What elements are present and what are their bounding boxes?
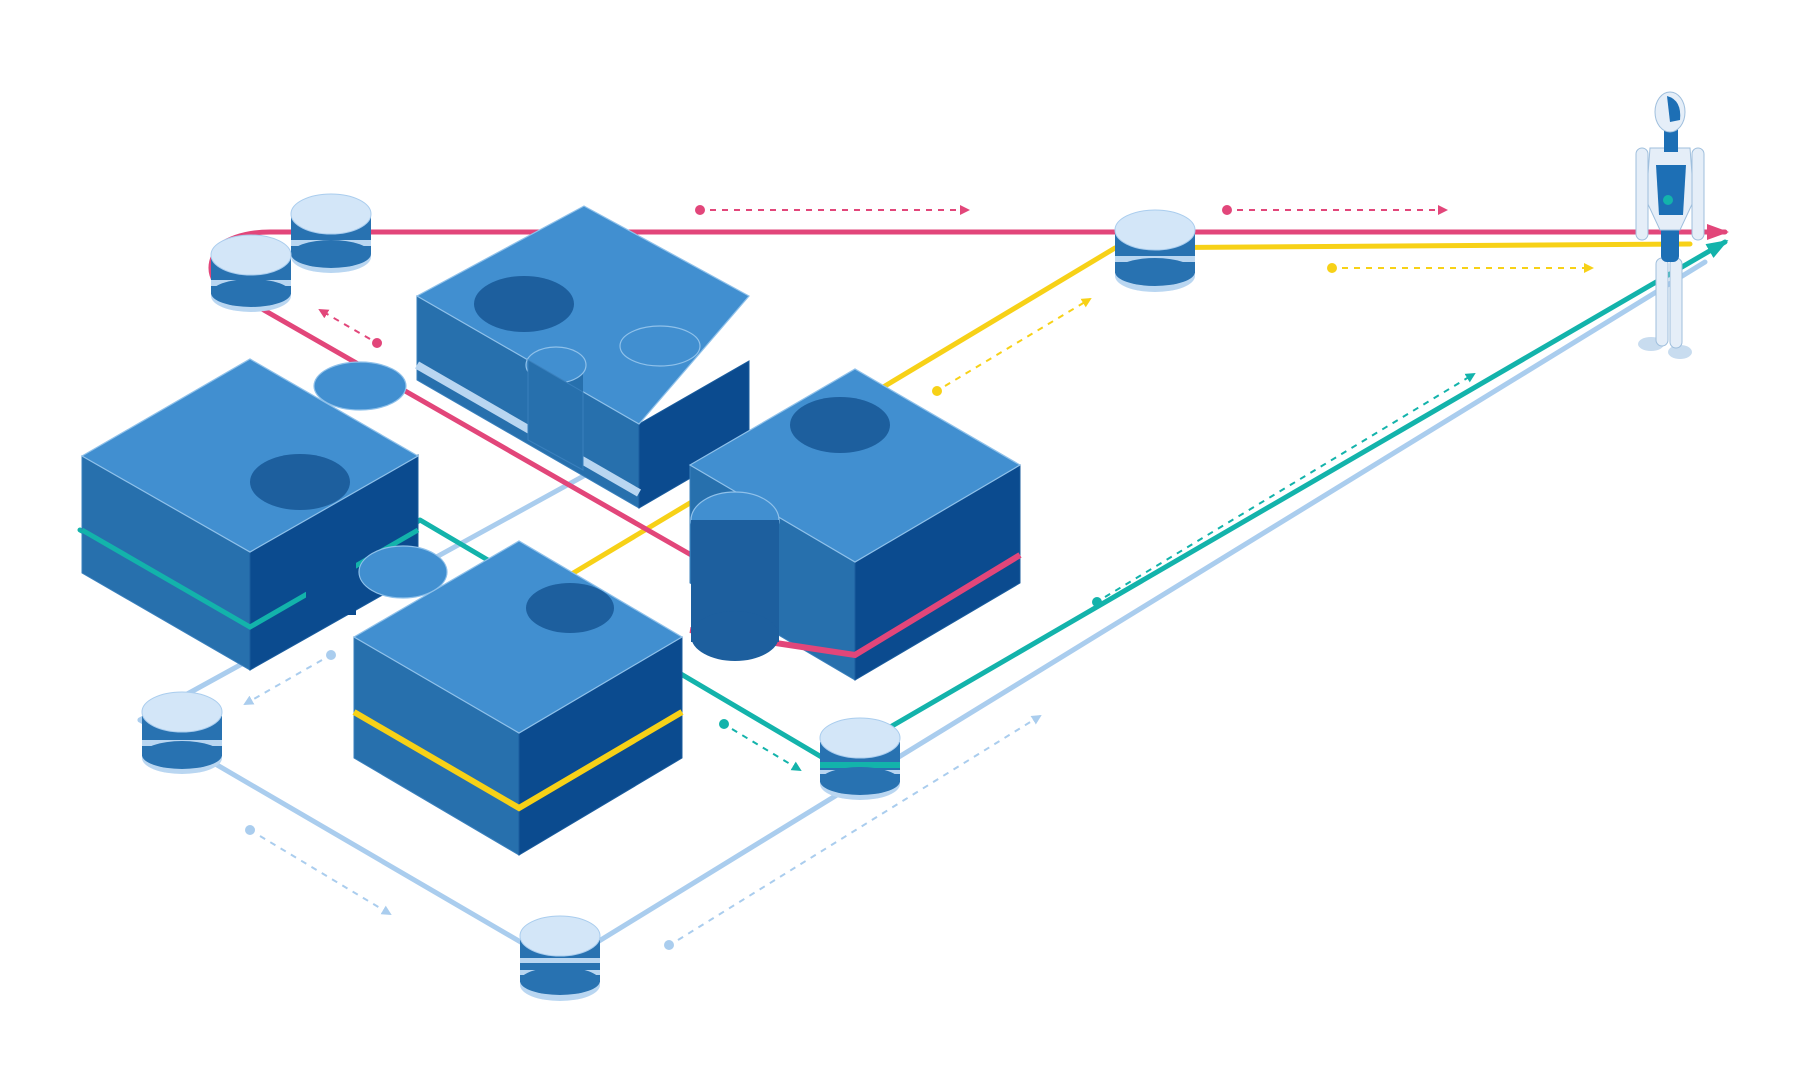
database-node-center: [819, 717, 901, 800]
database-node-bottom: [519, 915, 601, 1001]
teal-hint-center: [719, 719, 802, 772]
teal-hint-right: [1092, 372, 1476, 607]
database-icon: [519, 915, 601, 1001]
database-icon: [290, 193, 372, 273]
humanoid-robot-icon: [1635, 91, 1705, 359]
direction-hints: [243, 205, 1594, 950]
database-icon: [819, 717, 901, 800]
lightblue-hint-bottom-left: [245, 825, 392, 916]
yellow-hint-center: [932, 297, 1092, 396]
database-node-top-left-back: [290, 193, 372, 273]
pink-hint-left: [318, 308, 382, 348]
puzzle-piece-left: [80, 358, 420, 671]
pink-hint-top: [695, 205, 970, 215]
database-node-left: [141, 691, 223, 774]
database-icon: [141, 691, 223, 774]
database-icon: [1114, 209, 1196, 292]
robot-figure: [1635, 91, 1705, 359]
puzzle-piece-bottom: [352, 540, 684, 856]
database-icon: [210, 234, 292, 312]
yellow-hint-right: [1327, 263, 1594, 273]
lightblue-hint-bottom-right: [664, 714, 1042, 950]
puzzle-piece-top: [415, 205, 750, 509]
lightblue-hint-left: [243, 650, 336, 705]
puzzle-piece-right: [688, 368, 1022, 681]
database-node-top-center: [1114, 209, 1196, 292]
database-node-top-left-front: [210, 234, 292, 312]
pink-hint-right: [1222, 205, 1448, 215]
